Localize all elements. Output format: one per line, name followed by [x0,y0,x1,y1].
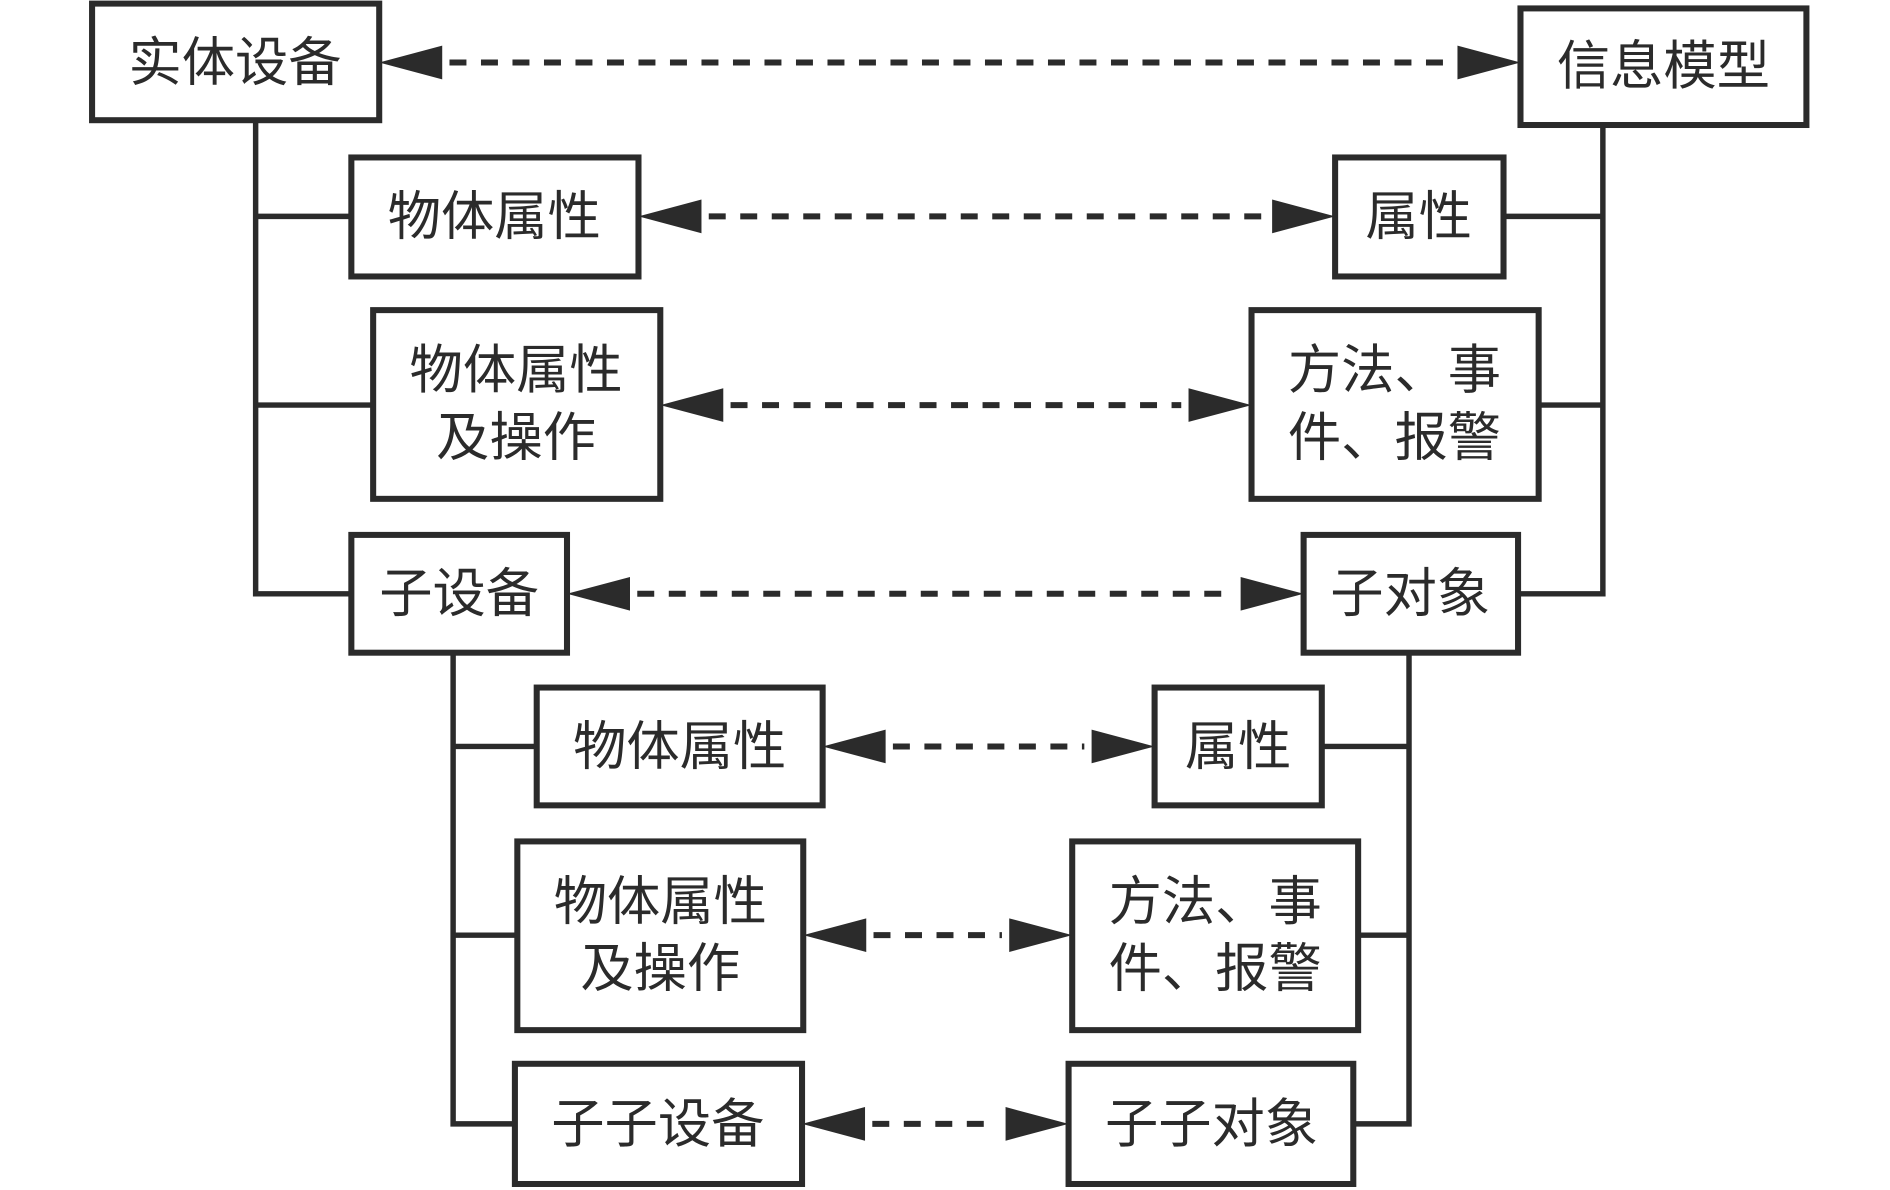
arrow-l1-sub [567,576,1304,611]
left-l2-ops-node: 物体属性 及操作 [514,838,807,1034]
left-l1-attr-label: 物体属性 [388,185,601,247]
arrowhead-right-icon [1457,45,1521,80]
right-l1-attr-node: 属性 [1332,154,1507,280]
left-sub-spine [450,652,537,1127]
right-root-label: 信息模型 [1557,35,1770,97]
arrow-root [379,45,1521,80]
left-l1-sub-node: 子设备 [348,531,571,656]
arrow-l2-attr [822,729,1155,764]
left-l1-sub-label: 子设备 [379,563,539,625]
right-l1-methods-node: 方法、事 件、报警 [1248,307,1542,502]
right-l1-methods-line1: 方法、事 [1288,339,1501,401]
arrowhead-left-icon [822,729,886,764]
left-l2-ops-line1: 物体属性 [554,871,767,933]
arrowhead-right-icon [1009,918,1073,952]
left-l2-attr-node: 物体属性 [533,684,826,809]
right-l2-sub-label: 子子对象 [1105,1093,1318,1155]
arrowhead-right-icon [1272,199,1336,234]
connectors [252,120,1606,1127]
left-root-node: 实体设备 [89,0,383,124]
right-l2-attr-node: 属性 [1151,684,1325,809]
left-l1-attr-node: 物体属性 [348,154,642,280]
arrowhead-left-icon [802,1107,866,1141]
arrowhead-right-icon [1091,729,1155,764]
right-l1-attr-label: 属性 [1365,185,1472,247]
arrowhead-left-icon [660,388,724,422]
left-l1-ops-node: 物体属性 及操作 [370,307,664,502]
left-l1-ops-line1: 物体属性 [410,339,623,401]
right-l2-methods-node: 方法、事 件、报警 [1069,838,1362,1034]
left-l2-ops-line2: 及操作 [580,938,740,1000]
arrowhead-left-icon [379,45,443,80]
right-l1-methods-line2: 件、报警 [1288,407,1501,469]
left-l2-sub-node: 子子设备 [511,1060,806,1187]
right-l2-sub-node: 子子对象 [1065,1060,1357,1187]
arrow-l1-attr [638,199,1336,234]
right-l1-sub-node: 子对象 [1300,531,1522,656]
arrowhead-right-icon [1005,1107,1069,1141]
arrowhead-left-icon [567,576,630,611]
left-l2-sub-label: 子子设备 [551,1093,764,1155]
right-root-node: 信息模型 [1517,5,1810,129]
left-l2-attr-label: 物体属性 [573,716,786,778]
right-l2-methods-line2: 件、报警 [1109,938,1322,1000]
right-l1-sub-label: 子对象 [1330,563,1490,625]
arrowhead-left-icon [803,918,867,952]
right-root-spine [1503,125,1606,597]
arrowhead-left-icon [638,199,702,234]
arrow-l2-ops [803,918,1073,952]
left-root-spine [252,120,374,597]
right-l2-methods-line1: 方法、事 [1109,871,1322,933]
arrow-l1-ops [660,388,1252,422]
right-l2-attr-label: 属性 [1185,716,1292,778]
arrowhead-right-icon [1240,576,1304,611]
arrow-l2-sub [802,1107,1069,1141]
arrowhead-right-icon [1188,388,1252,422]
mapping-arrows [379,45,1521,1141]
left-l1-ops-line2: 及操作 [436,407,596,469]
left-root-label: 实体设备 [128,32,341,94]
right-sub-spine [1321,652,1412,1127]
